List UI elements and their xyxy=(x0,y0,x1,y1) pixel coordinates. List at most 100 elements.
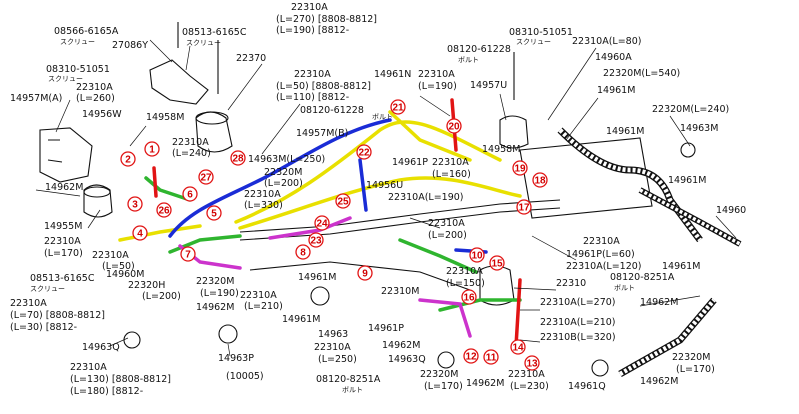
marker-circle xyxy=(510,339,526,355)
hose-green-1 xyxy=(168,234,242,254)
clamp-a xyxy=(123,331,141,349)
part-label: (L=190) xyxy=(200,288,239,299)
part-label: (L=170) xyxy=(424,381,463,392)
leader-1 xyxy=(149,39,173,63)
part-label: 22320M xyxy=(420,369,458,380)
marker-circle xyxy=(206,205,222,221)
part-label: 22310A xyxy=(44,236,81,247)
hose-yellow-2 xyxy=(238,176,522,230)
part-label: ボルト xyxy=(372,113,393,121)
marker-circle xyxy=(120,151,136,167)
part-label: 14958M xyxy=(146,112,184,123)
clamp-d xyxy=(680,142,696,158)
callout-marker: 22 xyxy=(356,144,372,160)
part-label: 22310A xyxy=(418,69,455,80)
callout-marker: 3 xyxy=(127,196,143,212)
part-label: 14956U xyxy=(366,180,403,191)
flex-hose-bottom-fill xyxy=(618,298,716,376)
part-label: 08120-61228 xyxy=(300,105,364,116)
marker-number: 5 xyxy=(211,209,217,220)
marker-circle xyxy=(516,199,532,215)
part-label: 22320M(L=540) xyxy=(603,68,680,79)
part-label: (L=210) xyxy=(244,301,283,312)
part-label: 22310A(L=270) xyxy=(540,297,616,308)
marker-number: 22 xyxy=(358,148,370,159)
clamp-f xyxy=(591,359,609,377)
part-label: 22310M xyxy=(381,286,419,297)
part-label: ボルト xyxy=(342,386,363,394)
marker-circle xyxy=(463,348,479,364)
callout-marker: 26 xyxy=(156,202,172,218)
part-label: (L=170) xyxy=(44,248,83,259)
part-label: 14962M xyxy=(45,182,83,193)
part-label: 14957M(B) xyxy=(296,128,348,139)
part-label: 08310-51051 xyxy=(46,64,110,75)
leader-4 xyxy=(55,99,71,133)
marker-circle xyxy=(308,232,324,248)
part-label: 08120-8251A xyxy=(610,272,675,283)
part-label: (L=230) xyxy=(510,381,549,392)
pump-center xyxy=(499,115,529,149)
part-label: 22310A xyxy=(240,290,277,301)
part-label: 22370 xyxy=(236,53,266,64)
marker-circle xyxy=(524,355,540,371)
part-label: 14961M xyxy=(662,261,700,272)
callout-marker: 8 xyxy=(295,244,311,260)
marker-number: 4 xyxy=(137,229,143,240)
marker-circle xyxy=(532,172,548,188)
part-label: スクリュー xyxy=(60,38,95,46)
part-label: 22310A xyxy=(10,298,47,309)
part-label: (L=200) xyxy=(142,291,181,302)
marker-number: 20 xyxy=(448,122,460,133)
callout-marker: 2 xyxy=(120,151,136,167)
leader-2 xyxy=(185,45,191,71)
callout-marker: 25 xyxy=(335,193,351,209)
marker-circle xyxy=(230,150,246,166)
marker-circle xyxy=(469,247,485,263)
part-label: 14963Q xyxy=(388,354,426,365)
part-label: 14957U xyxy=(470,80,507,91)
canister-right xyxy=(519,137,653,219)
marker-number: 21 xyxy=(392,103,404,114)
part-label: 14962M xyxy=(640,297,678,308)
part-label: 14956W xyxy=(82,109,122,120)
marker-circle xyxy=(390,99,406,115)
part-label: 14961P xyxy=(392,157,428,168)
part-label: 22310A xyxy=(291,2,328,13)
part-label: 22310A xyxy=(446,266,483,277)
part-label: 14960M xyxy=(106,269,144,280)
part-label: (10005) xyxy=(226,371,264,382)
callout-marker: 18 xyxy=(532,172,548,188)
part-label: (L=50) xyxy=(102,261,135,272)
part-label: 14961M xyxy=(606,126,644,137)
part-label: (L=30) [8812- xyxy=(10,322,77,333)
marker-circle xyxy=(182,186,198,202)
left-bracket xyxy=(39,127,93,183)
pipe-rail-a xyxy=(239,199,561,233)
callout-marker: 17 xyxy=(516,199,532,215)
leader-9 xyxy=(547,47,597,121)
leader-21 xyxy=(35,189,81,197)
marker-number: 25 xyxy=(337,197,349,208)
part-label: 08566-6165A xyxy=(54,26,119,37)
part-label: (L=200) xyxy=(264,178,303,189)
callout-marker: 27 xyxy=(198,169,214,185)
part-label: 22310 xyxy=(556,278,586,289)
top-bracket xyxy=(149,59,209,105)
clamp-b xyxy=(218,324,238,344)
marker-number: 15 xyxy=(491,259,503,270)
part-label: 22310A(L=80) xyxy=(572,36,641,47)
part-label: 14961N xyxy=(374,69,411,80)
part-label: (L=250) xyxy=(318,354,357,365)
part-label: 22320H xyxy=(128,280,165,291)
part-label: 22310A xyxy=(294,69,331,80)
marker-number: 24 xyxy=(316,219,328,230)
leader-20 xyxy=(715,215,737,239)
part-label: 22310A(L=190) xyxy=(388,192,464,203)
fuel-filter-cap xyxy=(195,111,229,125)
marker-number: 26 xyxy=(158,206,170,217)
marker-circle xyxy=(144,141,160,157)
part-label: 08513-6165C xyxy=(30,273,95,284)
callout-marker: 28 xyxy=(230,150,246,166)
